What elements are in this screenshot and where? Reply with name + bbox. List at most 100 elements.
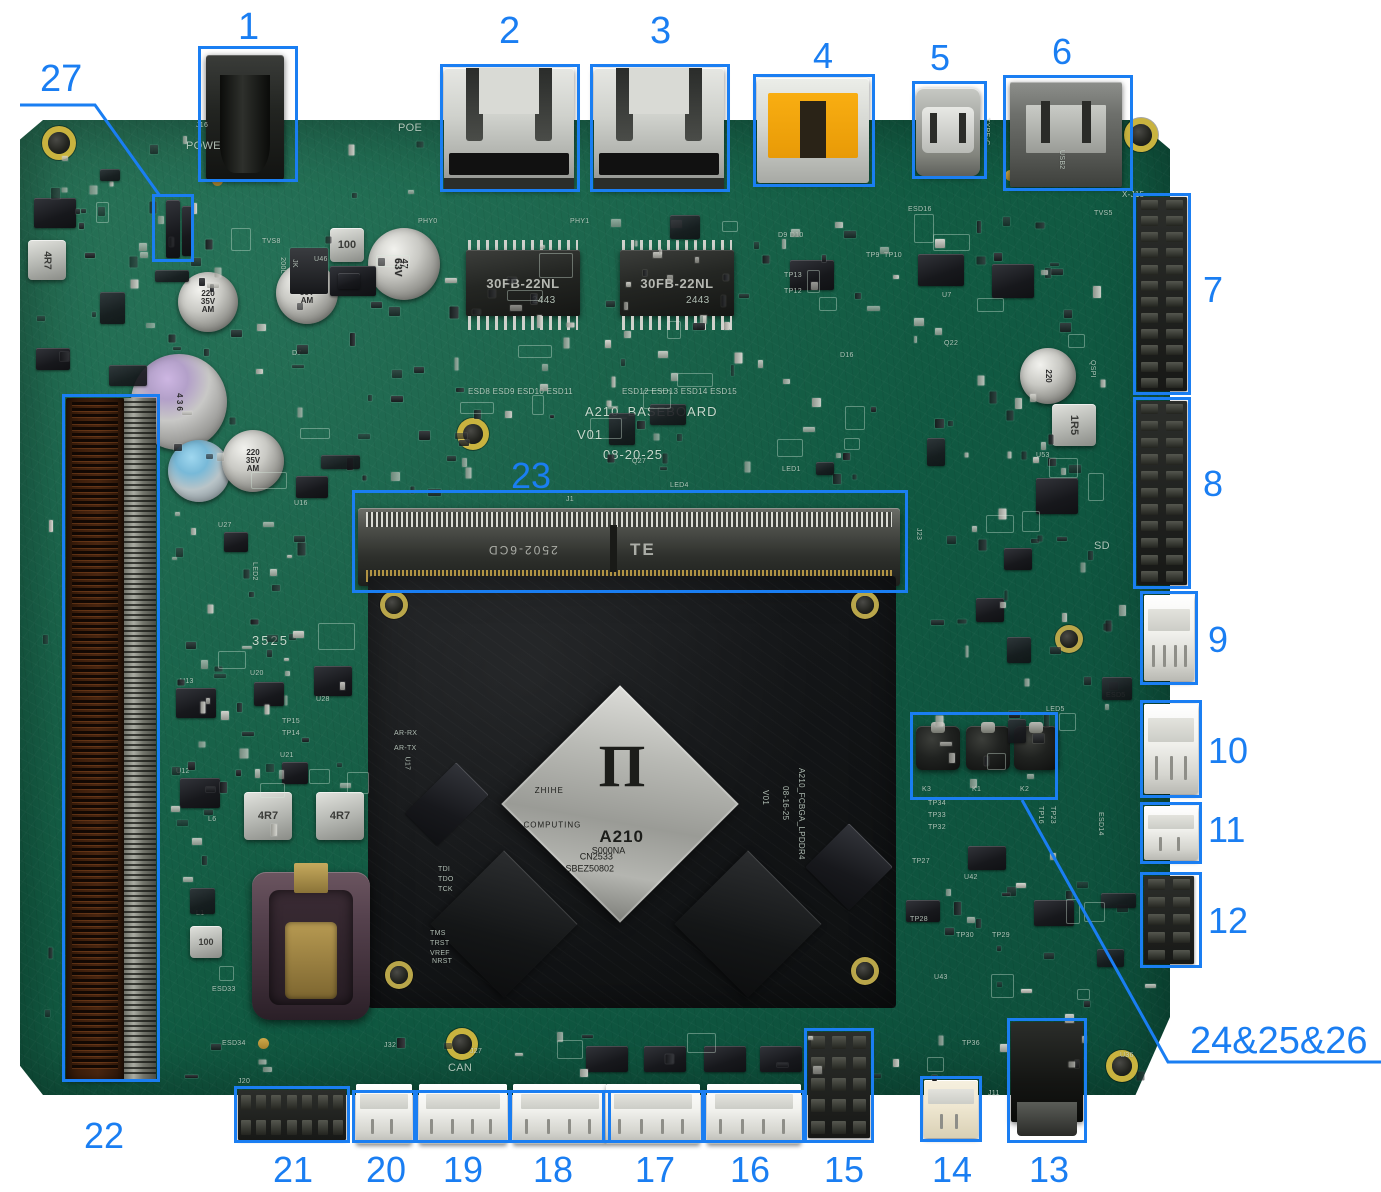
callout-label-23: 23 (511, 455, 552, 496)
cap-a-220: 220 (201, 288, 215, 298)
ic-u15 (1004, 548, 1032, 570)
callout-box-dc-power-jack (198, 46, 298, 182)
som-hole-right (856, 596, 874, 614)
mounting-hole-bl (452, 1034, 472, 1054)
ic-bottom-e (704, 1046, 746, 1072)
callout-box-jst-connector-19 (415, 1090, 511, 1143)
boot-mode-jumper-2[interactable] (182, 206, 192, 256)
ic-u21 (282, 762, 308, 784)
ic-u16 (296, 476, 328, 498)
callout-box-gpio-header-lower (1133, 397, 1191, 589)
magnetics-legs-top-0 (468, 240, 578, 251)
jst-connector-17[interactable] (606, 1084, 700, 1144)
silk-tms: TMS (430, 930, 446, 937)
silk-phy0: PHY0 (418, 218, 438, 225)
regulator-jk (290, 248, 328, 294)
usb-a-port (1010, 82, 1122, 187)
dc-power-jack (206, 55, 284, 180)
magnetics-phy1: 30FB-22NL (620, 250, 734, 316)
silk-j1: J1 (566, 496, 574, 503)
callout-label-22: 22 (84, 1115, 125, 1156)
callout-label-9: 9 (1208, 619, 1229, 660)
callout-label-8: 8 (1203, 463, 1224, 504)
inductor-1r5: 1R5 (1052, 404, 1096, 446)
callout-box-audio-jack (1007, 1018, 1087, 1143)
silk-board-date: 08-20-25 (603, 447, 664, 462)
silk-k2: K2 (1020, 786, 1030, 793)
ic-bottom-f (760, 1046, 802, 1072)
callout-box-jst-connector-11 (1140, 802, 1202, 864)
magnetics-part-label-1: 30FB-22NL (640, 275, 714, 291)
callout-label-3: 3 (650, 10, 672, 52)
inductor-4r7-c: 4R7 (316, 792, 364, 840)
silk-tvs8: TVS8 (262, 238, 281, 245)
inductor-100: 100 (330, 228, 364, 262)
silk-u13: U13 (180, 678, 194, 685)
silk-u16: U16 (294, 500, 308, 507)
silk-tck: TCK (438, 886, 453, 893)
inductor-4r7-a: 4R7 (28, 240, 66, 280)
silk-tp13: TP13 (784, 272, 802, 279)
ic-u28 (314, 666, 352, 696)
inductor-4r7-b: 4R7 (244, 792, 292, 840)
inductor-4r7-b-label: 4R7 (257, 810, 279, 822)
cap-c-35v: 35V (245, 455, 261, 465)
silk-q27: Q27 (632, 458, 647, 465)
silk-esd34: ESD34 (222, 1040, 246, 1047)
silk-tvs5: TVS5 (1094, 210, 1113, 217)
pin-header-21[interactable] (238, 1090, 346, 1140)
jst-connector-19[interactable] (419, 1084, 507, 1144)
callout-box-sodimm-som-socket (352, 490, 908, 593)
silk-tp32: TP32 (928, 824, 946, 831)
jst-connector-9[interactable] (1144, 595, 1194, 681)
ic-u7 (918, 254, 964, 286)
edge-connector-slots (72, 402, 118, 1076)
ic-u42 (968, 846, 1006, 870)
callout-box-pin-header-15 (804, 1028, 874, 1143)
mounting-hole-tr (1130, 124, 1152, 146)
callout-leader-27 (20, 103, 162, 197)
jst-connector-14[interactable] (924, 1080, 978, 1138)
callout-box-ethernet-port-phy1 (590, 64, 730, 192)
silk-d16: D16 (840, 352, 854, 359)
magnetics-date-1: 2443 (686, 295, 710, 306)
ethernet-port-phy0 (444, 68, 574, 190)
silk-ar-rx: AR-RX (394, 730, 418, 737)
ic-bottom-c (586, 1046, 628, 1072)
callout-label-16: 16 (730, 1149, 771, 1190)
silk-led5: LED5 (1046, 706, 1065, 713)
silk-tp9: TP9 (866, 252, 880, 259)
ic-u27 (224, 532, 248, 552)
silk-esd-row-a: ESD8 ESD9 ESD10 ESD11 (468, 387, 573, 396)
ic-u19 (976, 598, 1004, 622)
callout-label-17: 17 (635, 1149, 676, 1190)
silk-j11: J11 (988, 1090, 1000, 1097)
callout-box-jst-connector-14 (920, 1076, 982, 1142)
callout-label-14: 14 (932, 1149, 973, 1190)
jst-connector-18[interactable] (513, 1084, 607, 1144)
jst-connector-16[interactable] (707, 1084, 801, 1144)
silk-k1: K1 (972, 786, 982, 793)
som-hole-bl (390, 966, 408, 984)
callout-box-pin-header-12 (1140, 872, 1202, 968)
silk-j16: J16 (196, 122, 209, 129)
gpio-header-upper[interactable] (1137, 197, 1187, 391)
pin-header-15[interactable] (808, 1032, 870, 1138)
silk-tp34: TP34 (928, 800, 946, 807)
silk-u43: U43 (934, 974, 948, 981)
silk-phy1: PHY1 (570, 218, 590, 225)
mounting-hole-mid (463, 424, 483, 444)
callout-box-jst-connector-17 (602, 1090, 704, 1143)
silk-u46: U46 (314, 256, 328, 263)
gpio-header-lower[interactable] (1137, 401, 1187, 585)
ic-u20 (254, 682, 284, 706)
coin-cell-battery-holder (252, 863, 370, 1020)
callout-box-usb-a-port (1003, 75, 1133, 191)
silk-tp36: TP36 (962, 1040, 980, 1047)
jst-connector-20[interactable] (356, 1084, 412, 1144)
callout-label-12: 12 (1208, 900, 1249, 941)
jst-connector-10[interactable] (1144, 704, 1198, 794)
ic-bottom-b (906, 900, 940, 922)
silk-vref: VREF (430, 950, 450, 957)
cap-a-35v: 35V (200, 296, 216, 306)
